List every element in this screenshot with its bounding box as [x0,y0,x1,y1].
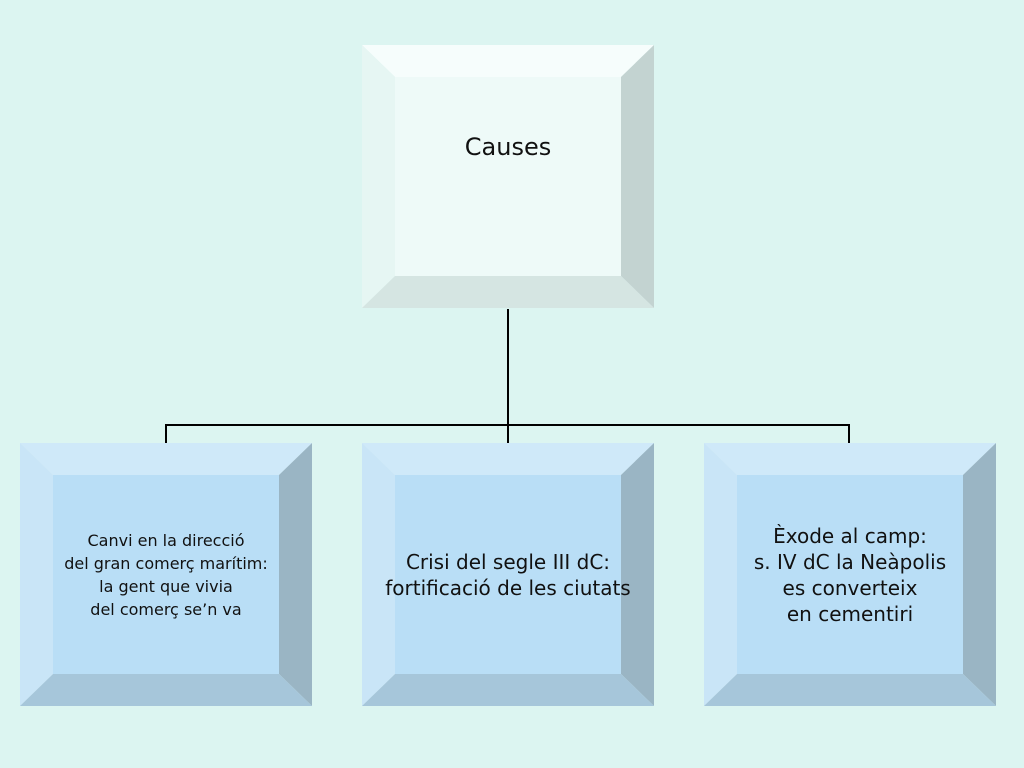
child-2-label: Crisi del segle III dC: fortificació de … [385,549,631,600]
root-label: Causes [464,132,552,161]
child-node-2: Crisi del segle III dC: fortificació de … [362,443,654,706]
root-node-causes: Causes [362,45,654,308]
bevel-frame [362,45,654,308]
bevel-frame [20,443,312,706]
bevel-frame [704,443,996,706]
child-node-3: Èxode al camp: s. IV dC la Neàpolis es c… [704,443,996,706]
child-node-1: Canvi en la direcció del gran comerç mar… [20,443,312,706]
child-3-label: Èxode al camp: s. IV dC la Neàpolis es c… [753,523,947,626]
child-1-label: Canvi en la direcció del gran comerç mar… [64,530,268,619]
bevel-frame [362,443,654,706]
